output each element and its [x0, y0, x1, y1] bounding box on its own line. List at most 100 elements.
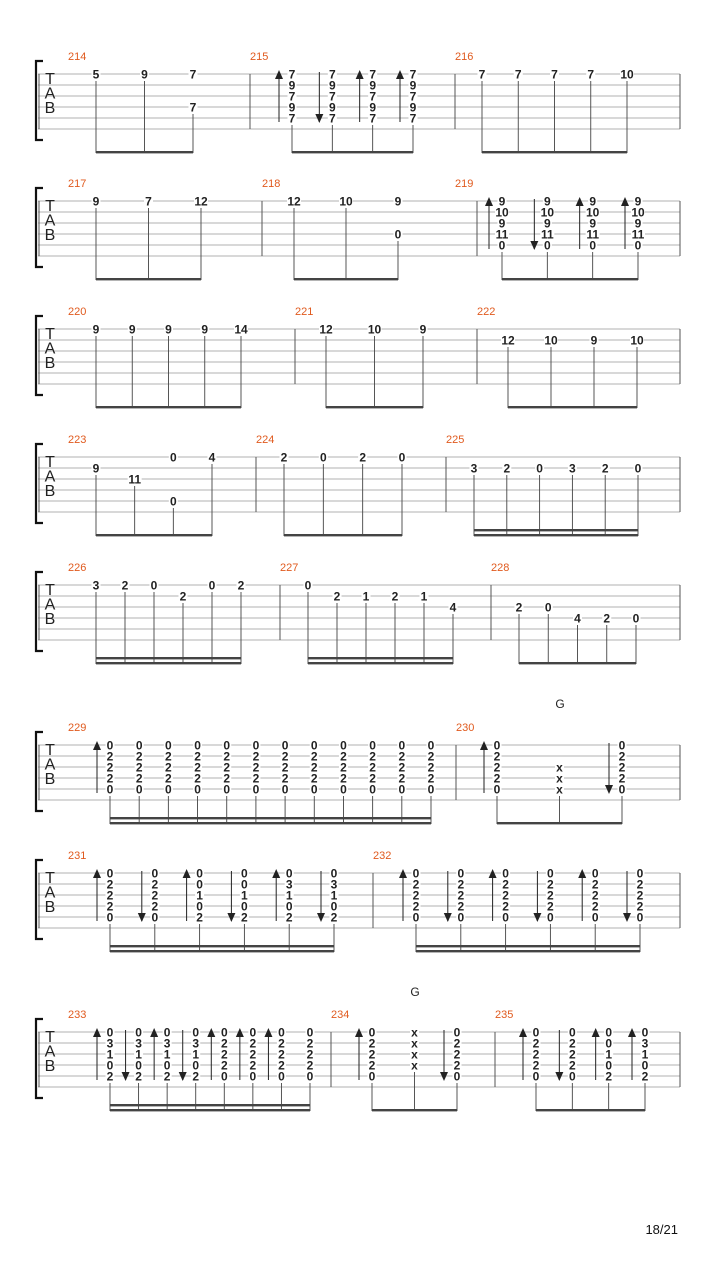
fret-bg — [367, 1070, 377, 1082]
strum-up-arrowhead — [150, 1028, 159, 1037]
tab-clef-letter: T — [45, 198, 55, 215]
fret-number: 11 — [128, 473, 141, 487]
fret-number: 2 — [398, 750, 405, 764]
fret-number: 2 — [107, 889, 114, 903]
tab-clef-letter: B — [45, 1058, 56, 1075]
fret-bg — [287, 90, 297, 102]
fret-number: 0 — [457, 867, 464, 881]
fret-number: 5 — [93, 68, 100, 82]
fret-number: 3 — [107, 1037, 114, 1051]
strum-down-arrowhead — [227, 913, 236, 922]
fret-bg — [452, 1048, 462, 1060]
fret-number: 2 — [369, 750, 376, 764]
fret-number: 7 — [369, 68, 376, 82]
staff-brace — [34, 442, 43, 525]
fret-bg — [248, 1026, 258, 1038]
fret-number: 0 — [619, 783, 626, 797]
fret-bg — [134, 1026, 144, 1038]
tab-clef-letter: B — [45, 899, 56, 916]
fret-number: 0 — [250, 1026, 257, 1040]
measure-number: 234 — [331, 1009, 349, 1021]
fret-number: 2 — [494, 761, 501, 775]
strum-down-arrowhead — [137, 913, 146, 922]
fret-bg — [134, 1037, 144, 1049]
fret-number: 12 — [501, 334, 515, 348]
fret-bg — [411, 889, 421, 901]
fret-bg — [91, 195, 101, 207]
fret-number: 2 — [107, 761, 114, 775]
fret-bg — [162, 1059, 172, 1071]
fret-bg — [105, 739, 115, 751]
fret-bg — [635, 878, 645, 890]
fret-bg — [617, 783, 627, 795]
beam — [372, 1109, 457, 1112]
fret-bg — [545, 878, 555, 890]
fret-bg — [393, 228, 403, 240]
fret-bg — [163, 739, 173, 751]
strum-down-arrowhead — [317, 913, 325, 922]
fret-number: 2 — [107, 772, 114, 786]
fret-number: 2 — [253, 772, 260, 786]
measure-number: 235 — [495, 1009, 513, 1021]
fret-bg — [276, 1059, 286, 1071]
fret-bg — [200, 323, 210, 335]
fret-bg — [251, 739, 261, 751]
fret-number: 2 — [180, 590, 187, 604]
tab-clef-letter: T — [45, 582, 55, 599]
fret-number: 0 — [311, 783, 318, 797]
fret-bg — [397, 783, 407, 795]
fret-bg — [105, 900, 115, 912]
strum-up-arrowhead — [480, 741, 488, 750]
fret-bg — [280, 761, 290, 773]
fret-number: 2 — [135, 1070, 142, 1084]
fret-bg — [105, 1037, 115, 1049]
strum-down-arrowhead — [605, 785, 613, 794]
chord-symbol: G — [410, 985, 419, 999]
fret-number: 0 — [545, 601, 552, 615]
fret-number: 9 — [635, 195, 642, 209]
fret-number: 9 — [544, 195, 551, 209]
strum-down-arrowhead — [315, 114, 324, 123]
fret-number: 2 — [107, 750, 114, 764]
beam — [96, 151, 193, 154]
tab-clef-letter: A — [45, 86, 56, 103]
fret-bg — [163, 772, 173, 784]
fret-bg — [134, 772, 144, 784]
fret-bg — [149, 579, 159, 591]
fret-bg — [411, 900, 421, 912]
fret-bg — [542, 217, 552, 229]
fret-bg — [545, 867, 555, 879]
fret-number: x — [411, 1059, 418, 1073]
fret-bg — [251, 761, 261, 773]
fret-number: 2 — [547, 878, 554, 892]
strum-up-arrowhead — [93, 741, 101, 750]
fret-number: 2 — [192, 1070, 199, 1084]
beam — [482, 151, 627, 154]
fret-bg — [309, 761, 319, 773]
fret-number: 2 — [331, 911, 338, 925]
fret-number: 0 — [589, 239, 596, 253]
fret-number: 1 — [196, 889, 203, 903]
fret-number: 0 — [569, 1070, 576, 1084]
fret-bg — [426, 761, 436, 773]
fret-number: 9 — [589, 195, 596, 209]
fret-number: x — [556, 783, 563, 797]
fret-bg — [239, 889, 249, 901]
fret-bg — [248, 1070, 258, 1082]
fret-bg — [219, 1037, 229, 1049]
fret-number: 2 — [413, 878, 420, 892]
strum-up-arrowhead — [628, 1028, 636, 1037]
fret-number: 2 — [250, 1037, 257, 1051]
fret-bg — [222, 750, 232, 762]
fret-bg — [120, 579, 130, 591]
fret-number: 2 — [221, 1059, 228, 1073]
fret-bg — [193, 761, 203, 773]
measure-number: 232 — [373, 850, 391, 862]
fret-bg — [633, 217, 643, 229]
tab-clef-letter: B — [45, 100, 56, 117]
fret-bg — [604, 1048, 614, 1060]
